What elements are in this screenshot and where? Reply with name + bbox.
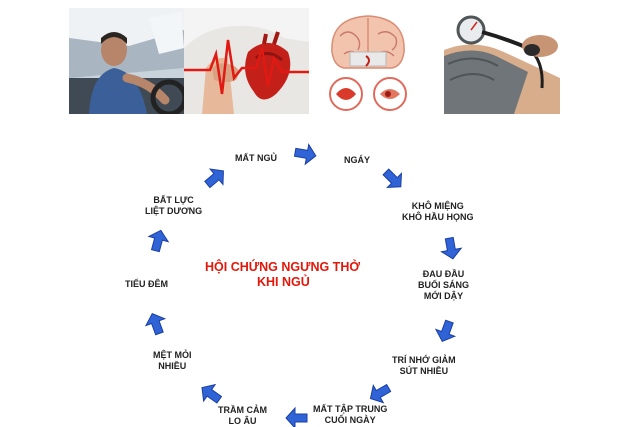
label-kho-mieng: KHÔ MIỆNG KHÔ HẦU HỌNG [402,201,474,222]
heart-ecg-photo [184,8,309,114]
label-met-moi: MỆT MỎI NHIỀU [153,350,192,371]
syndrome-title-line-1: HỘI CHỨNG NGƯNG THỞ [205,260,361,274]
label-bat-luc: BẤT LỰC LIỆT DƯƠNG [145,195,203,216]
drowsy-driver-photo [69,8,184,114]
cycle-arrow-6-icon [285,406,308,427]
label-tieu-dem: TIỂU ĐÊM [125,279,169,289]
label-mat-ngu: MẤT NGỦ [235,153,277,163]
cycle-arrow-5-icon [369,383,392,404]
cycle-arrow-7-icon [201,383,223,404]
cycle-arrow-3-icon [440,236,463,260]
cycle-arrow-9-icon [147,229,170,253]
label-tram-cam: TRẦM CẢM LO ÂU [218,405,267,426]
brain-stroke-photo [322,8,414,114]
cycle-arrow-10-icon [204,168,224,189]
cycle-arrow-1-icon [293,143,317,166]
blood-pressure-cuff-photo [444,8,560,114]
label-tri-nho: TRÍ NHỚ GIẢM SÚT NHIỀU [392,355,456,376]
label-ngay: NGÁY [344,155,371,165]
syndrome-title-line-2: KHI NGỦ [257,275,310,289]
syndrome-title: HỘI CHỨNG NGƯNG THỞ KHI NGỦ [205,260,360,290]
label-dau-dau: ĐAU ĐẦU BUỔI SÁNG MỚI DẬY [418,269,470,301]
cycle-arrow-4-icon [434,319,457,342]
cycle-arrow-2-icon [382,168,403,189]
label-mat-tap-trung: MẤT TẬP TRUNG CUỐI NGÀY [313,404,388,425]
cycle-arrow-8-icon [144,313,167,336]
